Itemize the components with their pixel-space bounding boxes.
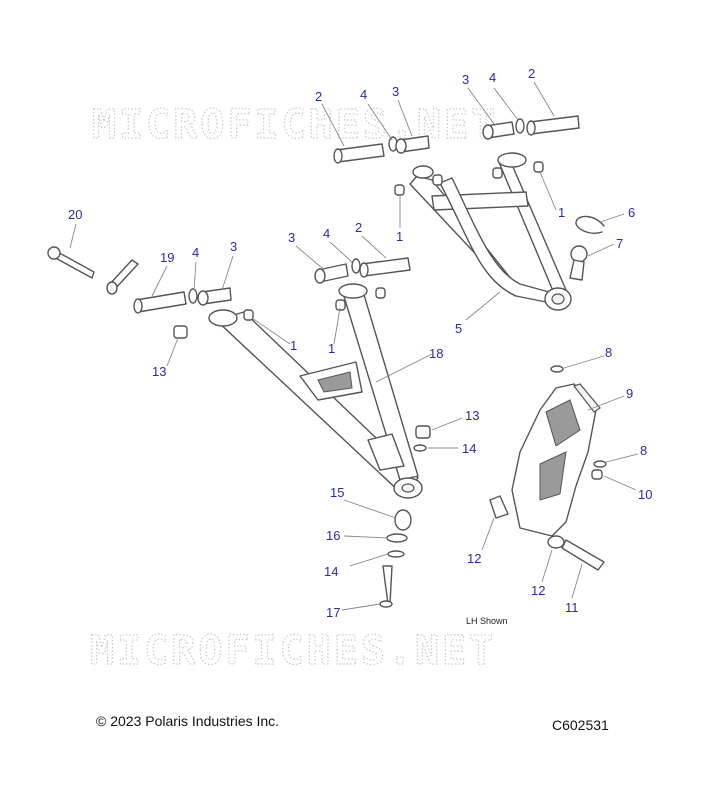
lower-a-arm — [208, 283, 423, 499]
callout-label: 13 — [152, 364, 166, 379]
washer-8-top — [550, 365, 564, 373]
nut-10 — [591, 469, 603, 480]
callout-label: 4 — [360, 87, 367, 102]
lower-ball-joint-stack — [379, 509, 412, 608]
callout-label: 2 — [315, 89, 322, 104]
callout-label: 5 — [455, 321, 462, 336]
upper-a-arm — [409, 152, 572, 311]
watermark-bottom: MICROFICHES.NET — [90, 628, 496, 674]
lower-rear-pivot-assembly — [314, 257, 411, 284]
callout-label: 12 — [531, 583, 545, 598]
callout-label: 10 — [638, 487, 652, 502]
lower-front-pivot-assembly — [47, 246, 232, 314]
callout-label: 17 — [326, 605, 340, 620]
callout-label: 14 — [462, 441, 476, 456]
snap-ring — [575, 215, 605, 234]
callout-label: 1 — [328, 341, 335, 356]
spindle-bushings-pin — [489, 495, 605, 571]
callout-label: 9 — [626, 386, 633, 401]
callout-label: 19 — [160, 250, 174, 265]
callout-label: 1 — [396, 229, 403, 244]
callout-label: 15 — [330, 485, 344, 500]
callout-label: 8 — [605, 345, 612, 360]
callout-label: 4 — [489, 70, 496, 85]
callout-label: 20 — [68, 207, 82, 222]
callout-label: 16 — [326, 528, 340, 543]
callout-label: 7 — [616, 236, 623, 251]
callout-label: 12 — [467, 551, 481, 566]
callout-labels: 20 19 4 3 13 3 4 2 1 1 18 2 4 3 3 4 2 1 … — [68, 66, 652, 620]
callout-label: 2 — [355, 220, 362, 235]
callout-label: 3 — [462, 72, 469, 87]
upper-front-pivot-assembly — [333, 135, 430, 164]
callout-label: 6 — [628, 205, 635, 220]
ball-joint — [569, 245, 588, 281]
callout-label: 11 — [565, 600, 579, 615]
diagram-code: C602531 — [552, 717, 609, 733]
copyright-text: © 2023 Polaris Industries Inc. — [96, 713, 279, 729]
lower-arm-bushings — [243, 287, 386, 321]
lh-shown-note: LH Shown — [466, 616, 508, 626]
watermark-top: MICROFICHES.NET — [92, 102, 498, 148]
callout-label: 18 — [429, 346, 443, 361]
callout-label: 8 — [640, 443, 647, 458]
nut-13 — [415, 425, 431, 439]
callout-label: 1 — [558, 205, 565, 220]
washer-8 — [593, 460, 607, 468]
leader-lines — [69, 81, 639, 611]
callout-label: 1 — [290, 338, 297, 353]
callout-label: 3 — [288, 230, 295, 245]
callout-label: 4 — [323, 226, 330, 241]
upper-rear-pivot-assembly — [482, 115, 580, 140]
callout-label: 2 — [528, 66, 535, 81]
spindle-knuckle — [511, 383, 601, 537]
callout-label: 13 — [465, 408, 479, 423]
callout-label: 3 — [230, 239, 237, 254]
callout-label: 3 — [392, 84, 399, 99]
left-nut — [173, 325, 188, 339]
upper-arm-bushings — [394, 161, 544, 196]
washer-14 — [413, 444, 427, 452]
callout-label: 4 — [192, 245, 199, 260]
callout-label: 14 — [324, 564, 338, 579]
